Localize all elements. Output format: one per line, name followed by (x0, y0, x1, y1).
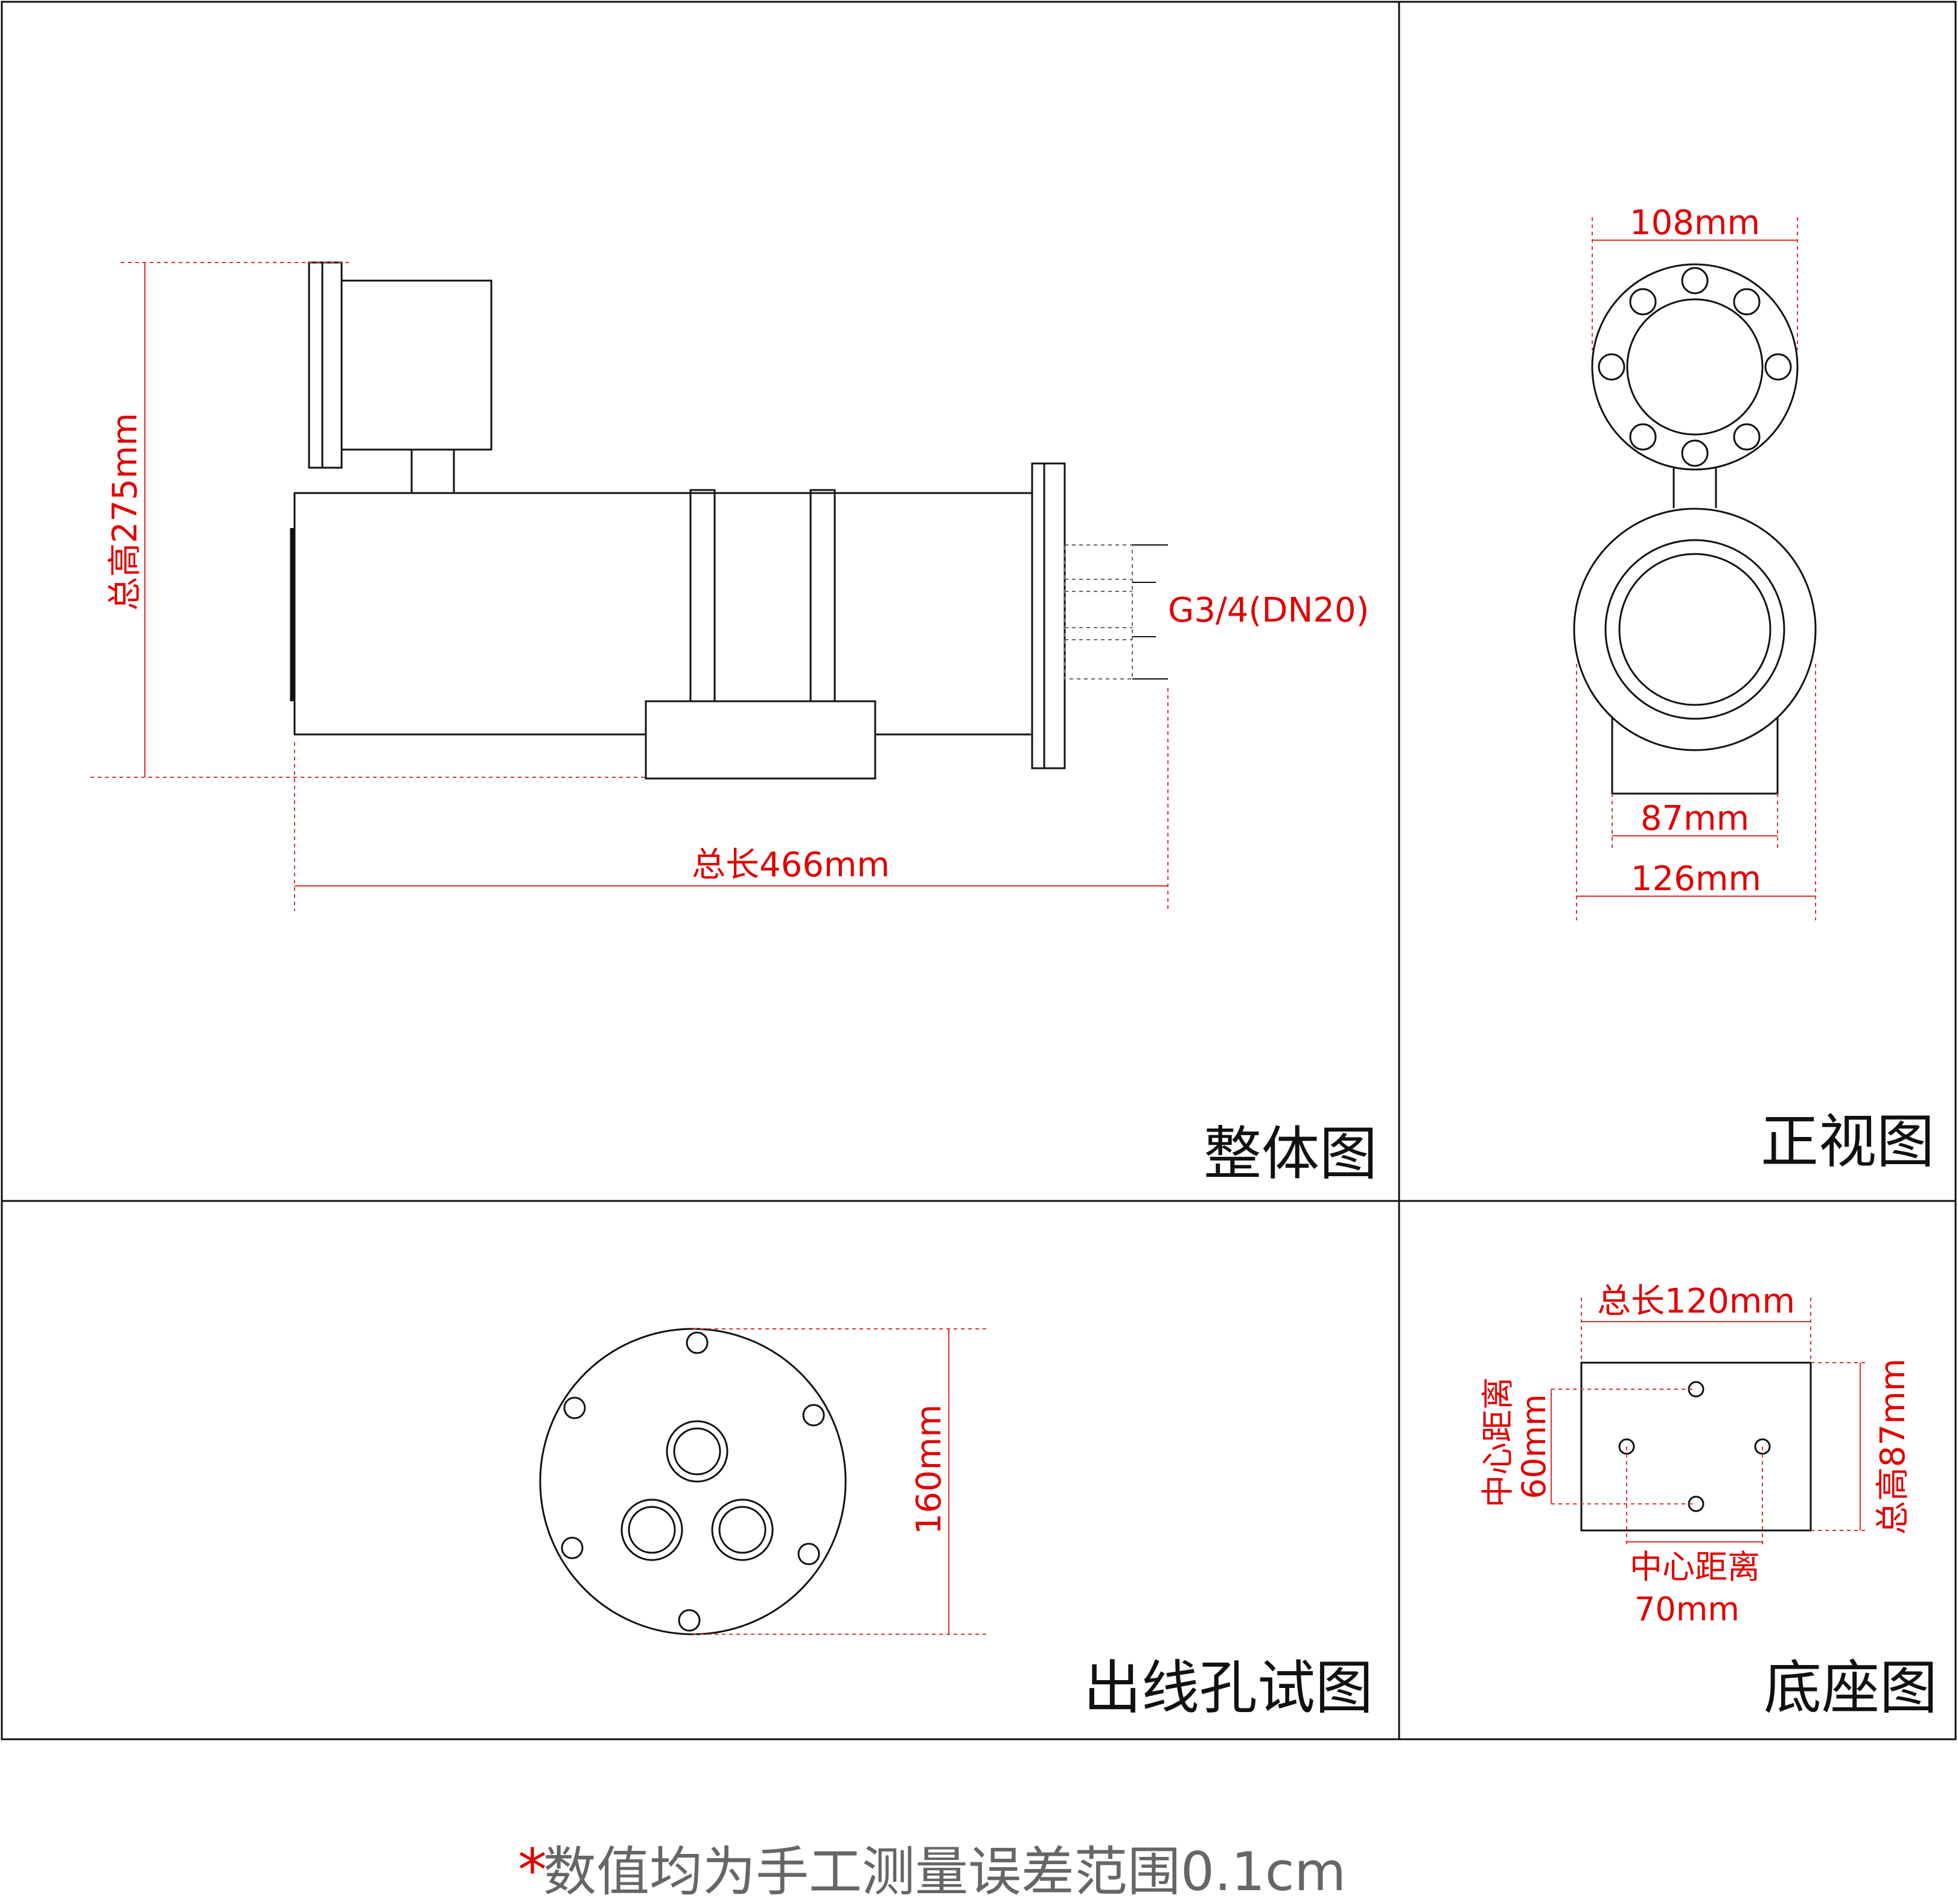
strap-2 (809, 489, 836, 702)
bolt-hole (1629, 288, 1657, 316)
total-height-label: 总高275mm (106, 413, 145, 611)
main-body (293, 492, 1033, 736)
vertical-center-distance-label: 中心距离 (1479, 1377, 1517, 1508)
bolt-hole (1629, 423, 1657, 451)
bolt-hole (686, 1331, 709, 1354)
overall-view: 总高275mm 总长466mm G3/4(DN20) 整体图 (91, 261, 1377, 1188)
outlet-view: 160mm 出线孔试图 (539, 1328, 1373, 1722)
top-flange (1591, 263, 1799, 471)
bolt-hole (1733, 288, 1761, 316)
vertical-center-distance-value: 60mm (1515, 1394, 1553, 1499)
bolt-hole (563, 1396, 586, 1419)
outlet-diameter-label: 160mm (910, 1404, 949, 1535)
base-length-label: 总长120mm (1597, 1282, 1795, 1321)
front-view-title: 正视图 (1761, 1108, 1934, 1176)
thread-spec-label: G3/4(DN20) (1168, 591, 1369, 630)
horizontal-center-distance-value: 70mm (1634, 1590, 1740, 1628)
horizontal-center-distance-label: 中心距离 (1630, 1548, 1760, 1586)
junction-neck (410, 448, 455, 494)
front-view: 108mm 87mm 126mm 正视图 (1573, 203, 1934, 1176)
bolt-hole (1681, 439, 1709, 467)
bolt-hole (1764, 353, 1792, 381)
base-width-label: 87mm (1641, 799, 1749, 838)
bolt-hole (561, 1536, 584, 1559)
end-flange-2 (1043, 462, 1066, 769)
base-plate (1580, 1361, 1812, 1532)
cable-outlet-hole (666, 1420, 729, 1483)
cable-outlet-hole (620, 1498, 683, 1561)
end-flange-1 (1031, 462, 1045, 769)
body-width-label: 126mm (1631, 859, 1761, 899)
junction-flange-plate (308, 261, 324, 469)
footer-asterisk: * (518, 1836, 547, 1904)
front-body-ring (1604, 539, 1785, 720)
base-view-title: 底座图 (1764, 1654, 1937, 1722)
bolt-hole (802, 1404, 825, 1427)
cable-outlet-hole (711, 1498, 774, 1561)
overall-view-title: 整体图 (1204, 1120, 1377, 1188)
footer-note: * 数值均为手工测量误差范围0.1cm (518, 1836, 1346, 1904)
junction-flange-plate-2 (321, 261, 343, 469)
outlet-view-title: 出线孔试图 (1083, 1654, 1373, 1722)
panel-frames (1, 1, 1957, 1740)
bolt-hole (1681, 267, 1709, 295)
front-body (1573, 508, 1817, 751)
thread-fitting (1064, 544, 1133, 680)
front-body-bore (1618, 553, 1771, 706)
top-flange-bore (1626, 298, 1764, 436)
junction-box (340, 279, 493, 451)
total-length-label: 总长466mm (692, 845, 890, 885)
flange-width-label: 108mm (1630, 203, 1760, 243)
bolt-hole (1733, 423, 1761, 451)
base-height-label: 总高87mm (1873, 1358, 1913, 1535)
bolt-hole (678, 1609, 701, 1632)
strap-1 (689, 489, 716, 702)
bolt-hole (1598, 353, 1625, 381)
base-block (645, 700, 876, 780)
footer-note-text: 数值均为手工测量误差范围0.1cm (543, 1841, 1346, 1903)
bolt-hole (797, 1543, 820, 1565)
base-view: 总长120mm 总高87mm 中心距离 60mm 中心距离 70mm 底座图 (1479, 1282, 1937, 1722)
